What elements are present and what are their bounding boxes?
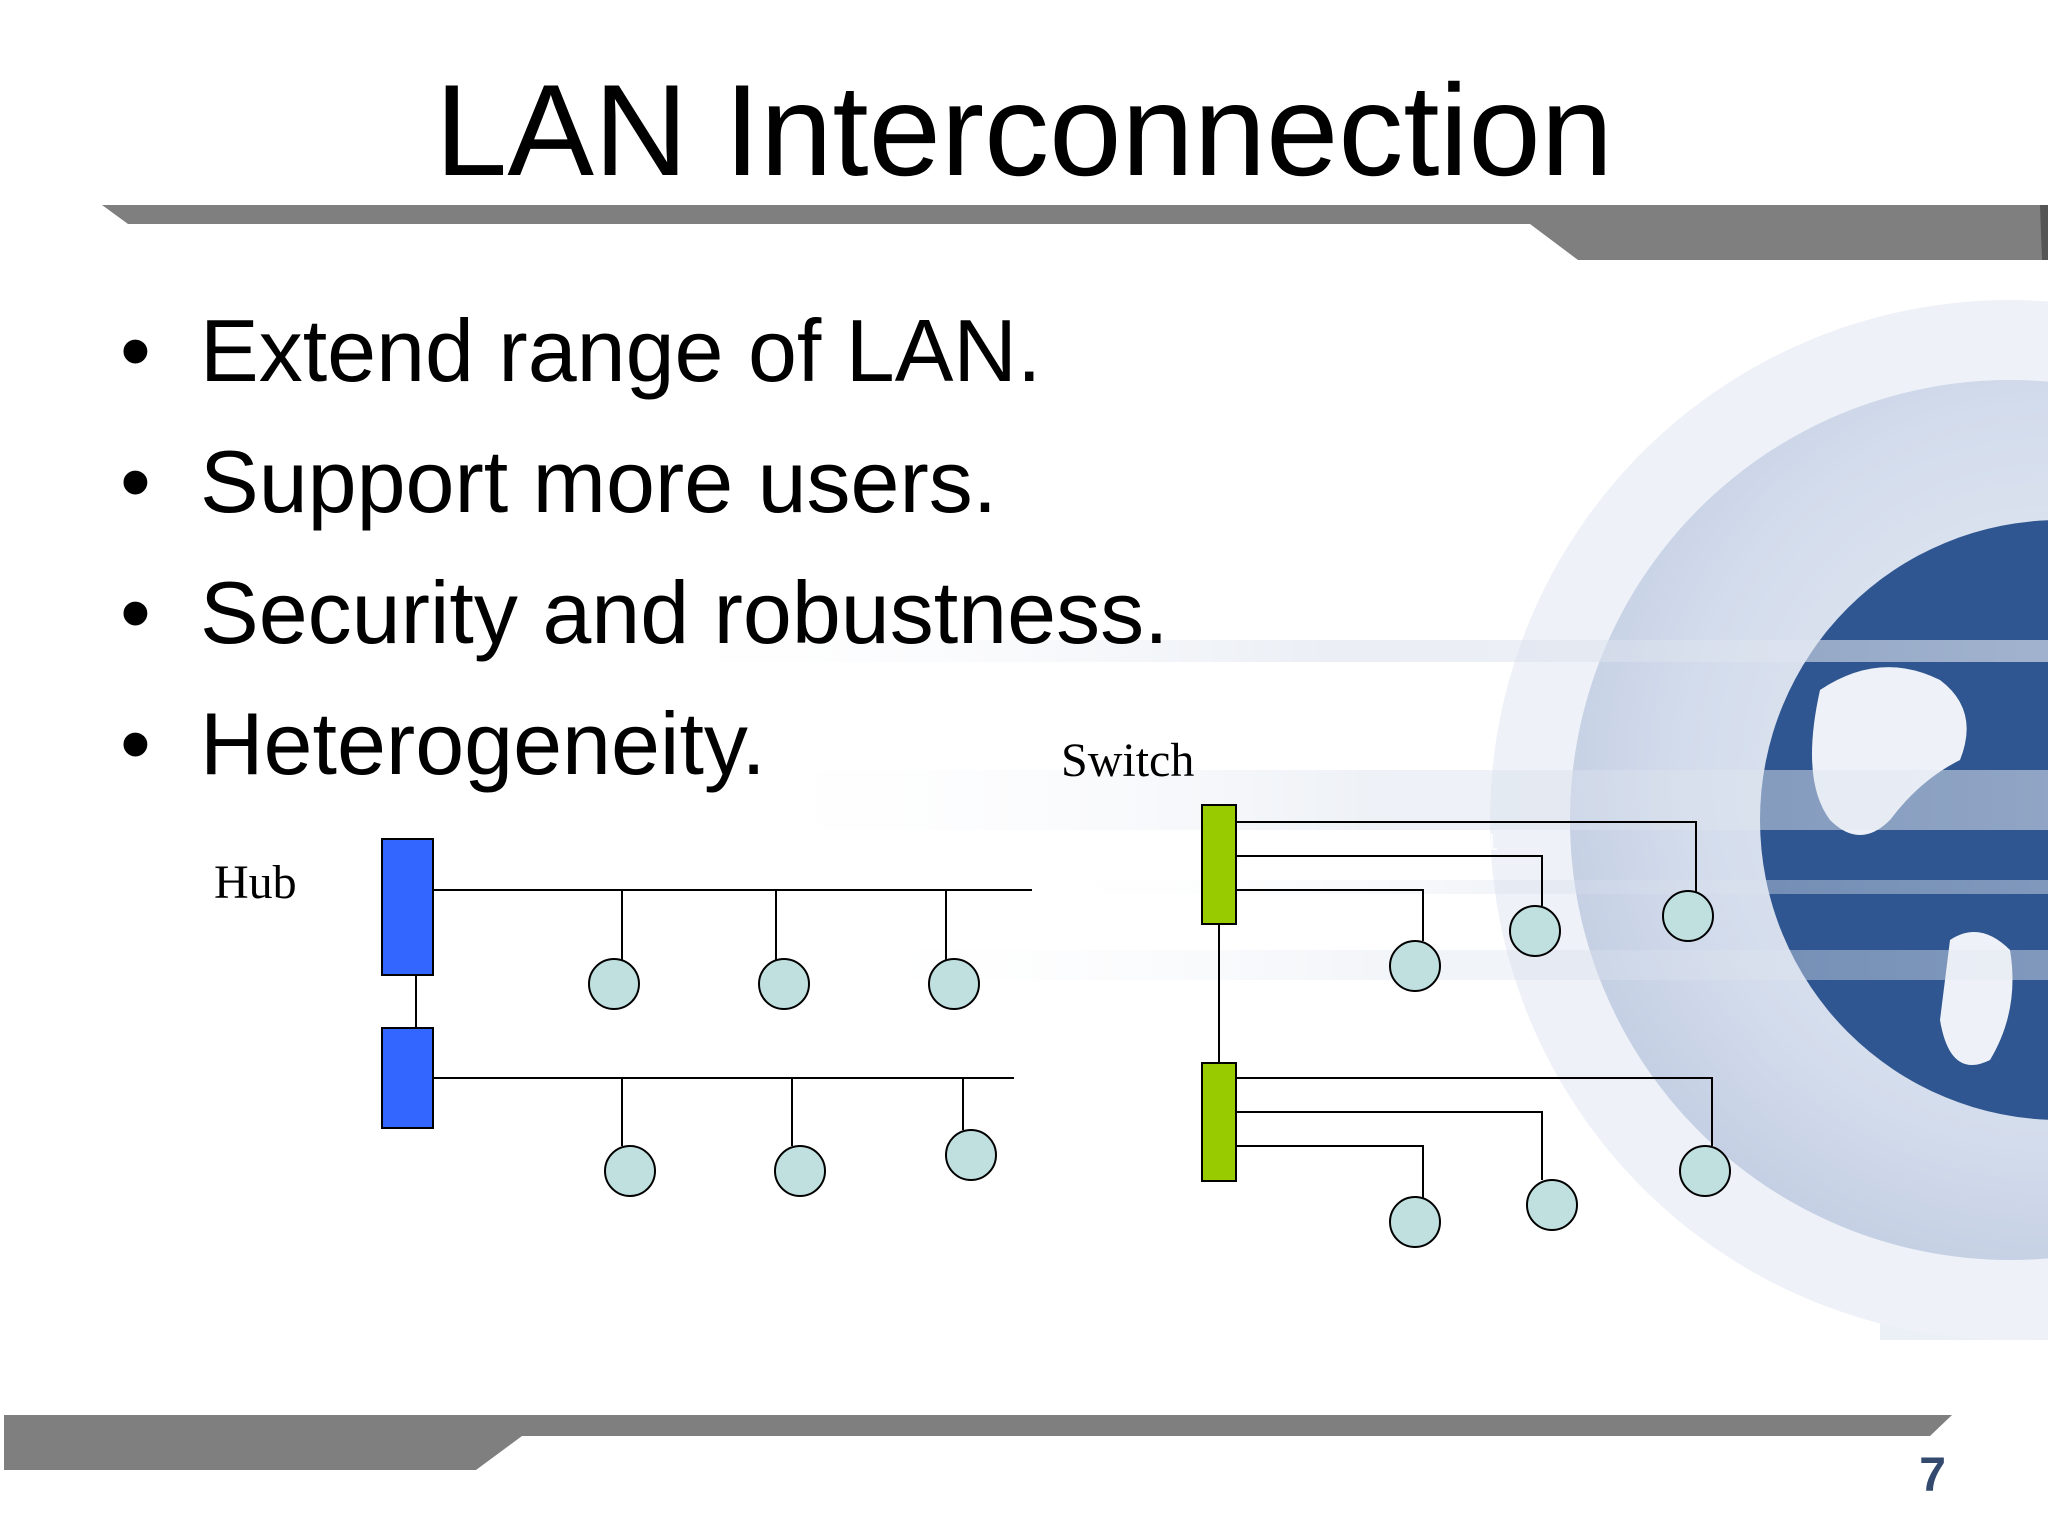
switch-link: [1236, 889, 1424, 941]
hub-label: Hub: [214, 856, 297, 909]
bullet-item: • Security and robustness.: [120, 547, 1169, 678]
switch-link: [1236, 1111, 1543, 1180]
bullet-symbol: •: [120, 563, 151, 662]
host-node-icon: [1389, 1196, 1441, 1248]
switch-link: [1236, 855, 1543, 906]
switch-device-icon: [1201, 804, 1237, 925]
slide-title: LAN Interconnection: [435, 57, 1613, 203]
host-node-icon: [604, 1145, 656, 1197]
switch-device-icon: [1201, 1062, 1237, 1182]
switch-link: [1236, 821, 1697, 892]
host-node-icon: [1679, 1145, 1731, 1197]
watermark-text: 001: [1458, 829, 1498, 856]
hub-network: [381, 838, 1032, 1197]
host-node-icon: [588, 958, 640, 1010]
host-node-icon: [945, 1129, 997, 1181]
bullet-item: • Extend range of LAN.: [120, 285, 1169, 416]
bullet-text: Extend range of LAN.: [200, 301, 1042, 400]
host-node-icon: [1509, 905, 1561, 957]
bullet-item: • Heterogeneity.: [120, 678, 1169, 809]
host-node-icon: [1662, 890, 1714, 942]
page-number: 7: [1919, 1449, 1946, 1502]
bullet-symbol: •: [120, 694, 151, 793]
hub-device-icon: [381, 1027, 434, 1129]
switch-link: [1236, 1077, 1713, 1146]
bullet-symbol: •: [120, 301, 151, 400]
host-node-icon: [758, 958, 810, 1010]
bullet-symbol: •: [120, 432, 151, 531]
bullet-item: • Support more users.: [120, 416, 1169, 547]
bullet-text: Security and robustness.: [200, 563, 1169, 662]
host-node-icon: [1389, 940, 1441, 992]
bullet-list: • Extend range of LAN. • Support more user…: [120, 285, 1169, 809]
switch-label: Switch: [1061, 734, 1195, 787]
hub-device-icon: [381, 838, 434, 976]
host-node-icon: [1526, 1179, 1578, 1231]
bullet-text: Heterogeneity.: [200, 694, 766, 793]
switch-network: [1201, 804, 1731, 1248]
bullet-text: Support more users.: [200, 432, 998, 531]
host-node-icon: [928, 958, 980, 1010]
host-node-icon: [774, 1145, 826, 1197]
switch-link: [1236, 1145, 1424, 1198]
